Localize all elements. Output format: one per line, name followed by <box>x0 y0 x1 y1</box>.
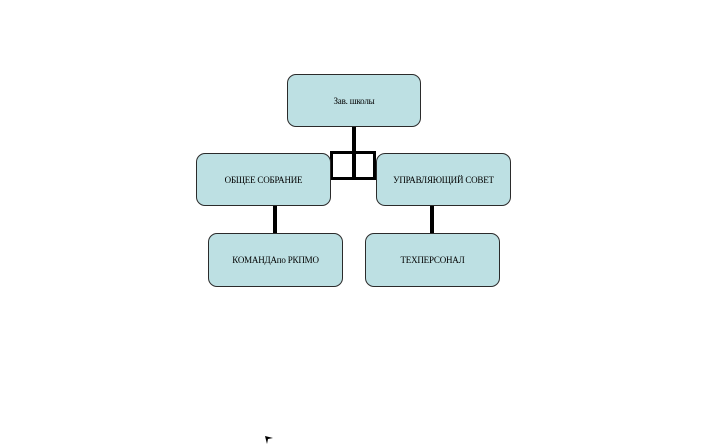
connector-bracket-right <box>373 151 376 180</box>
node-general-meeting: ОБЩЕЕ СОБРАНИЕ <box>196 153 331 206</box>
connector-bracket-mid <box>352 151 356 180</box>
node-general-meeting-label: ОБЩЕЕ СОБРАНИЕ <box>224 174 303 185</box>
connector-bracket-left <box>330 151 333 180</box>
connector-left-down <box>273 206 277 234</box>
node-head-label: Зав. школы <box>333 95 375 106</box>
connector-head-down <box>352 126 356 154</box>
node-head: Зав. школы <box>287 74 421 127</box>
node-governing-council-label: УПРАВЛЯЮЩИЙ СОВЕТ <box>393 174 494 185</box>
node-team-label: КОМАНДАпо РКПМО <box>232 255 319 265</box>
node-team: КОМАНДАпо РКПМО <box>208 233 343 287</box>
connector-right-down <box>430 206 434 234</box>
node-tech-staff-label: ТЕХПЕРСОНАЛ <box>400 255 465 265</box>
node-tech-staff: ТЕХПЕРСОНАЛ <box>365 233 500 287</box>
node-governing-council: УПРАВЛЯЮЩИЙ СОВЕТ <box>376 153 511 206</box>
